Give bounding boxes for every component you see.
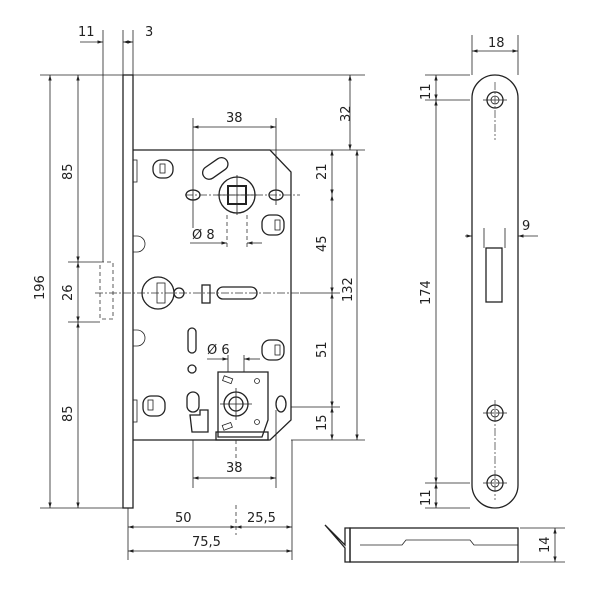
dim-spindle-diameter: Ø 8 xyxy=(192,228,215,243)
dim-faceplate-offset: 11 xyxy=(78,25,95,40)
strike-plate-outline xyxy=(471,74,519,509)
dim-backset: 50 xyxy=(175,511,192,526)
dim-total-height: 196 xyxy=(33,275,48,300)
lock-front-view: 11 3 196 85 26 85 38 38 Ø 8 Ø 6 xyxy=(33,25,365,560)
dim-top-to-spindle: 21 xyxy=(315,163,330,180)
strike-plate: 18 9 11 174 11 xyxy=(419,35,538,509)
latch-mechanism xyxy=(95,276,300,310)
screw-hole-icons xyxy=(483,82,507,500)
latch-slot xyxy=(485,247,503,303)
dim-cylinder-to-bottom: 15 xyxy=(315,414,330,431)
latch-outline xyxy=(99,261,114,320)
dim-spindle-spacing-top: 38 xyxy=(226,111,243,126)
dim-spindle-to-latch: 45 xyxy=(315,235,330,252)
mounting-hole-icons xyxy=(142,159,285,417)
dim-latch-to-cylinder: 51 xyxy=(315,341,330,358)
dim-faceplate-thickness: 3 xyxy=(145,25,153,40)
dim-strike-width: 18 xyxy=(488,36,505,51)
dim-hole-spacing: 174 xyxy=(419,280,434,305)
faceplate xyxy=(122,74,134,509)
bolt-side-view: 14 xyxy=(324,524,565,563)
dim-body-rest: 25,5 xyxy=(247,511,276,526)
dim-body-height: 132 xyxy=(341,277,356,302)
dim-cylinder-diameter: Ø 6 xyxy=(207,343,230,358)
dim-latch-window: 26 xyxy=(61,284,76,301)
dim-strike-top-margin: 11 xyxy=(419,83,434,100)
spindle-follower xyxy=(185,175,300,248)
dim-lower-section: 85 xyxy=(61,405,76,422)
dim-top-to-body: 32 xyxy=(339,105,354,122)
dim-spindle-spacing-bottom: 38 xyxy=(226,461,243,476)
dim-strike-bottom-margin: 11 xyxy=(419,489,434,506)
dim-bolt-thickness: 14 xyxy=(538,536,553,553)
dim-slot-width: 9 xyxy=(522,219,530,234)
dim-total-depth: 75,5 xyxy=(192,535,221,550)
dim-upper-section: 85 xyxy=(61,163,76,180)
cylinder-follower xyxy=(215,371,287,470)
